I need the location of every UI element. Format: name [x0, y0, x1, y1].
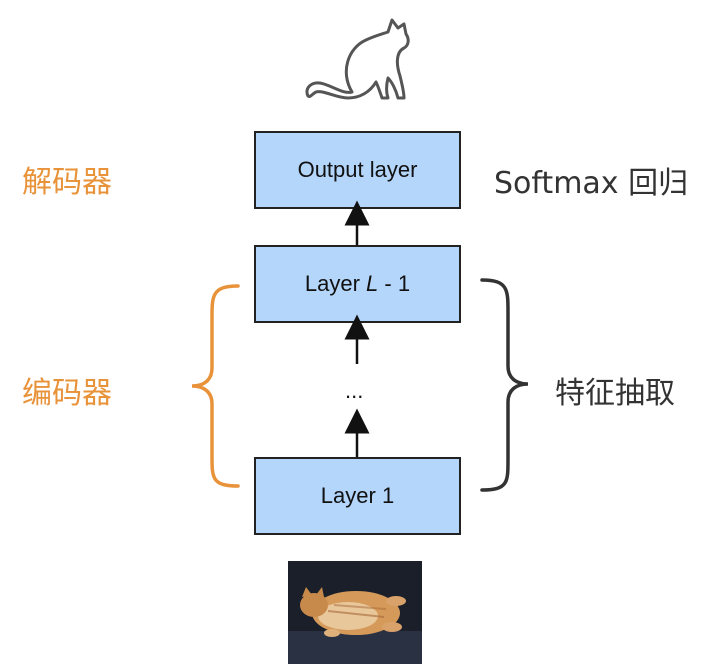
- feature-brace: [480, 278, 529, 492]
- layer-1-box: Layer 1: [254, 457, 461, 535]
- layer-1-label: Layer 1: [320, 483, 395, 508]
- cat-silhouette-icon: [305, 18, 410, 100]
- softmax-label: Softmax 回归: [494, 166, 689, 201]
- layer-l-minus-1-box: Layer L - 1: [254, 245, 461, 323]
- encoder-brace: [191, 284, 240, 488]
- decoder-label: 解码器: [22, 165, 112, 200]
- output-layer-box: Output layer: [254, 131, 461, 209]
- output-layer-label: Output layer: [297, 157, 418, 182]
- ellipsis-label: ...: [345, 378, 364, 403]
- layer-l-minus-1-label: Layer L - 1: [304, 271, 411, 296]
- feature-extraction-label: 特征抽取: [555, 376, 675, 411]
- encoder-label: 编码器: [22, 376, 112, 411]
- cat-photo: [288, 561, 422, 664]
